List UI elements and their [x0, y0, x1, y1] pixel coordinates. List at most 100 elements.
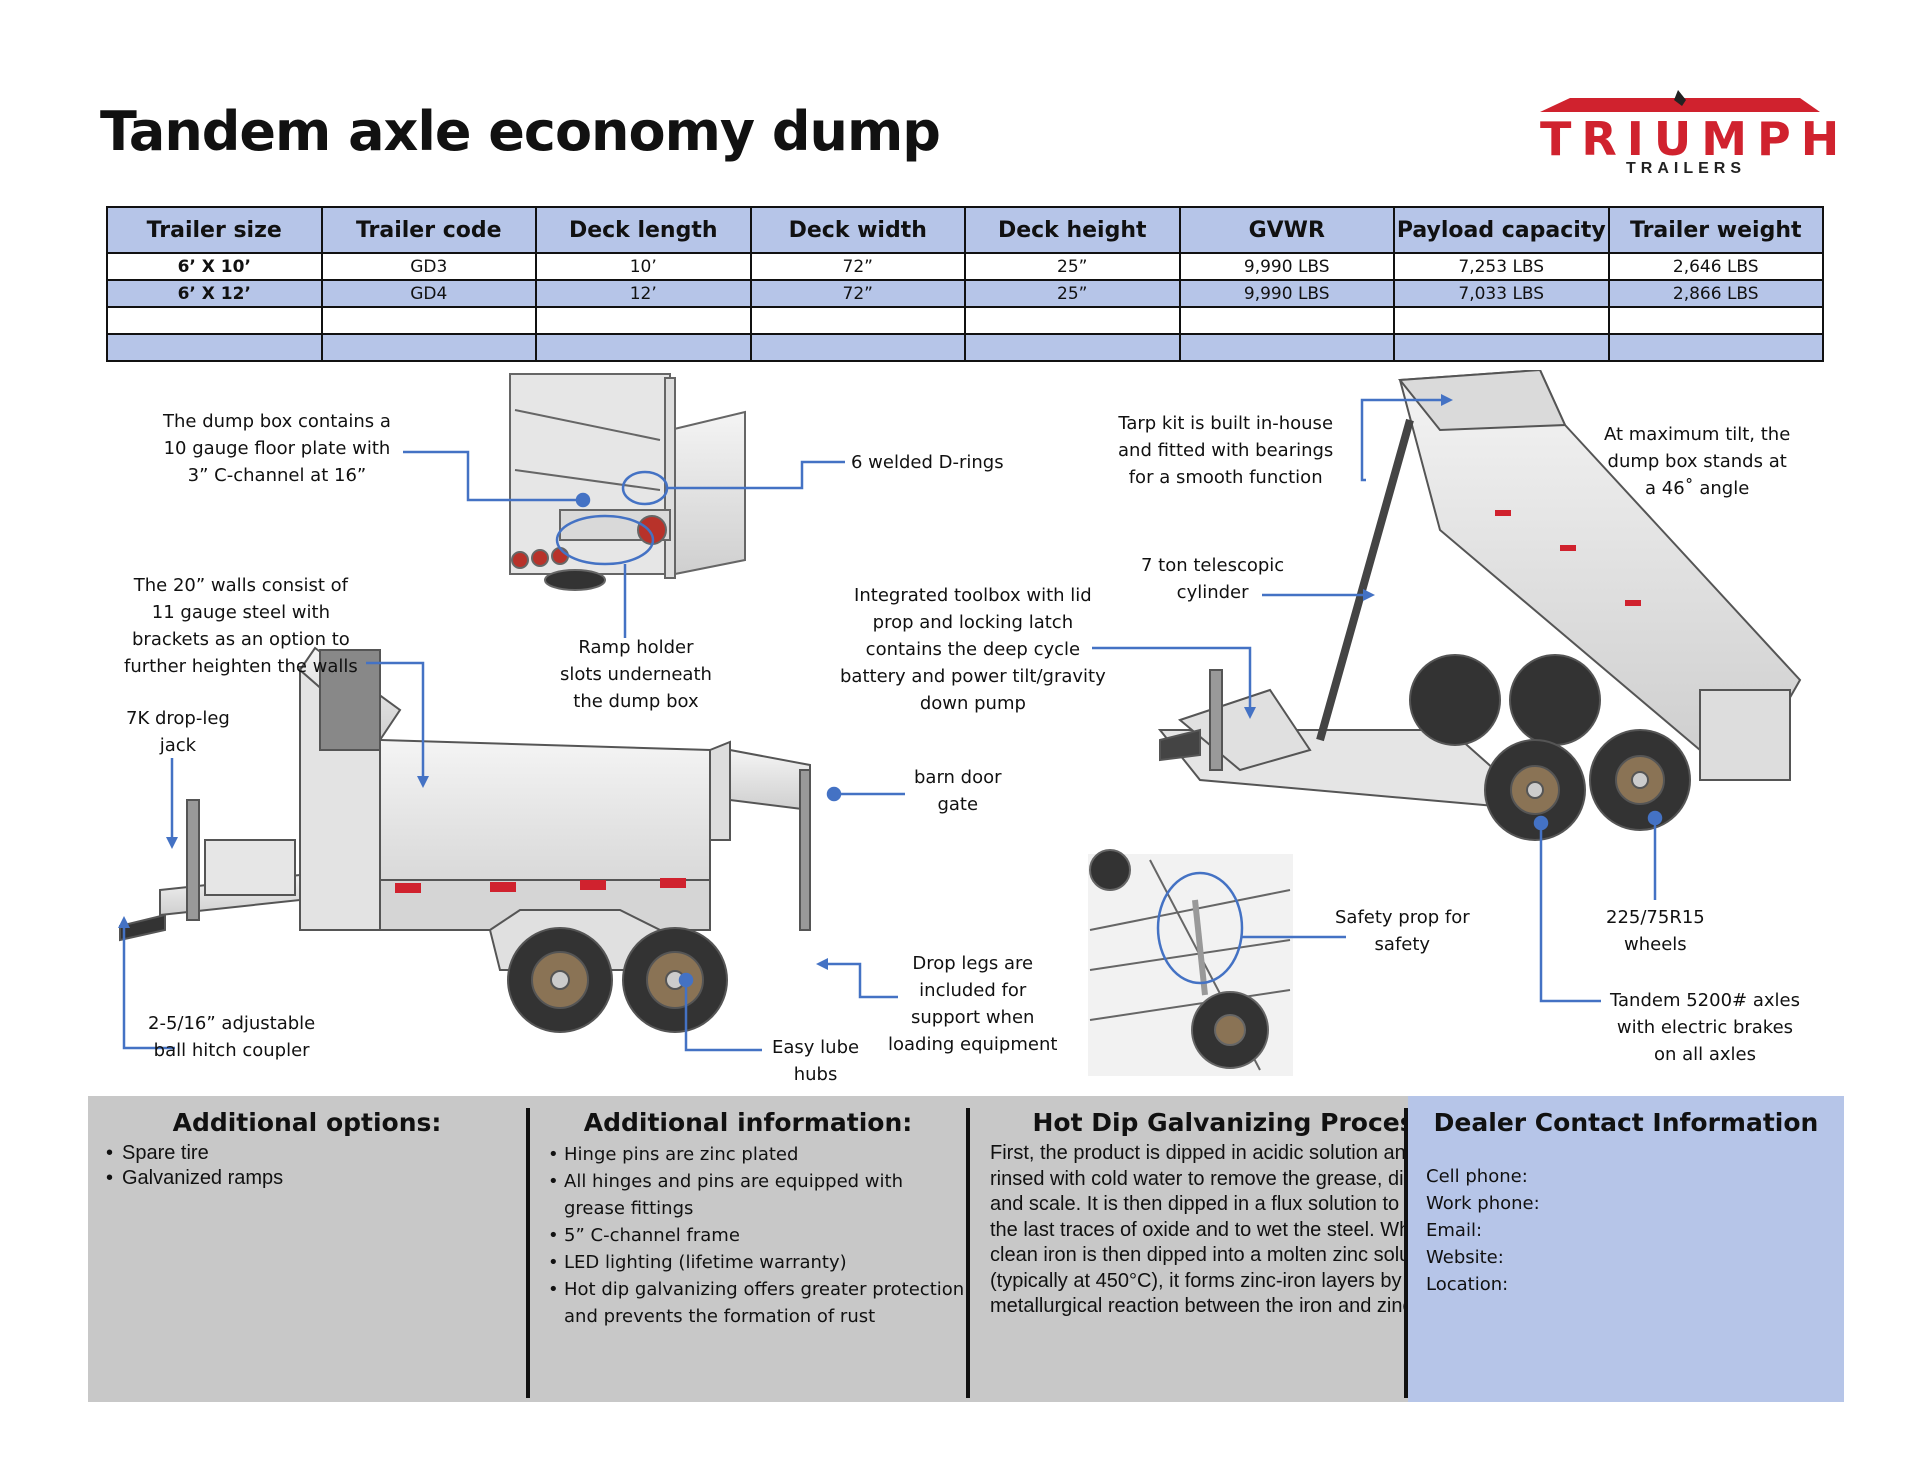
dealer-contact-title: Dealer Contact Information	[1433, 1108, 1819, 1137]
spec-cell	[1393, 333, 1610, 362]
spec-cell: 7,033 LBS	[1393, 279, 1610, 308]
dealer-field: Cell phone:	[1426, 1166, 1528, 1187]
trailer-illustrations	[118, 370, 1802, 1076]
list-item: Hinge pins are zinc plated	[548, 1141, 966, 1168]
table-row	[106, 306, 1824, 335]
spec-header-cell: Trailer size	[106, 206, 323, 254]
spec-header-cell: Payload capacity	[1393, 206, 1610, 254]
spec-cell	[1607, 333, 1824, 362]
logo-wordmark: TRIUMPH	[1540, 112, 1850, 166]
additional-options-title: Additional options:	[172, 1108, 442, 1137]
spec-cell: 12’	[535, 279, 752, 308]
spec-cell	[535, 306, 752, 335]
additional-info-panel: Additional information: Hinge pins are z…	[530, 1096, 966, 1402]
page-title: Tandem axle economy dump	[100, 100, 941, 163]
spec-cell: 10’	[535, 252, 752, 281]
spec-cell: GD3	[320, 252, 537, 281]
list-item: LED lighting (lifetime warranty)	[548, 1249, 966, 1276]
triumph-logo: TRIUMPH TRAILERS	[1530, 90, 1839, 177]
spec-cell: 72”	[749, 279, 966, 308]
spec-header-cell: GVWR	[1178, 206, 1395, 254]
spec-cell	[964, 306, 1181, 335]
list-item: Spare tire	[106, 1141, 526, 1166]
spec-cell: 2,646 LBS	[1607, 252, 1824, 281]
galvanizing-text: First, the product is dipped in acidic s…	[990, 1142, 1472, 1317]
spec-header-cell: Deck length	[535, 206, 752, 254]
info-panels: Additional options: Spare tireGalvanized…	[88, 1096, 1844, 1402]
logo-crown-icon	[1540, 90, 1820, 112]
dealer-field: Location:	[1426, 1274, 1509, 1295]
dealer-contact-fields: Cell phone:Work phone:Email:Website:Loca…	[1426, 1163, 1844, 1298]
tilted-trailer-image	[1157, 370, 1802, 841]
callout-d-rings: 6 welded D-rings	[851, 452, 1004, 473]
spec-header-cell: Deck height	[964, 206, 1181, 254]
spec-cell	[320, 306, 537, 335]
list-item: 5” C-channel frame	[548, 1222, 966, 1249]
list-item: All hinges and pins are equipped with gr…	[548, 1168, 966, 1222]
galvanizing-title: Hot Dip Galvanizing Process	[1032, 1108, 1430, 1137]
additional-options-list: Spare tireGalvanized ramps	[106, 1141, 526, 1191]
safety-prop-detail-image	[1088, 849, 1293, 1076]
side-trailer-image	[119, 646, 811, 1033]
rear-detail-image	[509, 373, 746, 591]
dealer-field: Email:	[1426, 1220, 1483, 1241]
spec-cell	[535, 333, 752, 362]
spec-header-cell: Trailer weight	[1607, 206, 1824, 254]
dealer-field: Website:	[1426, 1247, 1504, 1268]
spec-cell: 2,866 LBS	[1607, 279, 1824, 308]
logo-subtitle: TRAILERS	[1626, 160, 1746, 177]
spec-cell	[320, 333, 537, 362]
dealer-contact-panel: Dealer Contact Information Cell phone:Wo…	[1408, 1096, 1844, 1402]
spec-cell: 72”	[749, 252, 966, 281]
panel-divider	[1404, 1108, 1408, 1398]
table-row	[106, 333, 1824, 362]
spec-cell: 6’ X 12’	[106, 279, 323, 308]
spec-cell	[1607, 306, 1824, 335]
additional-options-panel: Additional options: Spare tireGalvanized…	[88, 1096, 526, 1402]
spec-header-cell: Deck width	[749, 206, 966, 254]
spec-cell	[1178, 333, 1395, 362]
additional-info-title: Additional information:	[583, 1108, 913, 1137]
spec-cell	[1178, 306, 1395, 335]
spec-cell: 25”	[964, 252, 1181, 281]
spec-cell	[964, 333, 1181, 362]
additional-info-list: Hinge pins are zinc platedAll hinges and…	[548, 1141, 966, 1330]
spec-cell: 9,990 LBS	[1178, 252, 1395, 281]
list-item: Hot dip galvanizing offers greater prote…	[548, 1276, 966, 1330]
panel-divider	[526, 1108, 530, 1398]
spec-cell: 9,990 LBS	[1178, 279, 1395, 308]
spec-header-cell: Trailer code	[320, 206, 537, 254]
spec-cell	[749, 306, 966, 335]
callout-lines	[118, 394, 1663, 1052]
spec-cell	[106, 333, 323, 362]
spec-cell: 25”	[964, 279, 1181, 308]
spec-cell	[106, 306, 323, 335]
panel-divider	[966, 1108, 970, 1398]
spec-cell	[1393, 306, 1610, 335]
list-item: Galvanized ramps	[106, 1166, 526, 1191]
spec-cell: GD4	[320, 279, 537, 308]
galvanizing-panel: Hot Dip Galvanizing Process First, the p…	[970, 1096, 1492, 1402]
spec-cell: 6’ X 10’	[106, 252, 323, 281]
spec-cell: 7,253 LBS	[1393, 252, 1610, 281]
spec-cell	[749, 333, 966, 362]
